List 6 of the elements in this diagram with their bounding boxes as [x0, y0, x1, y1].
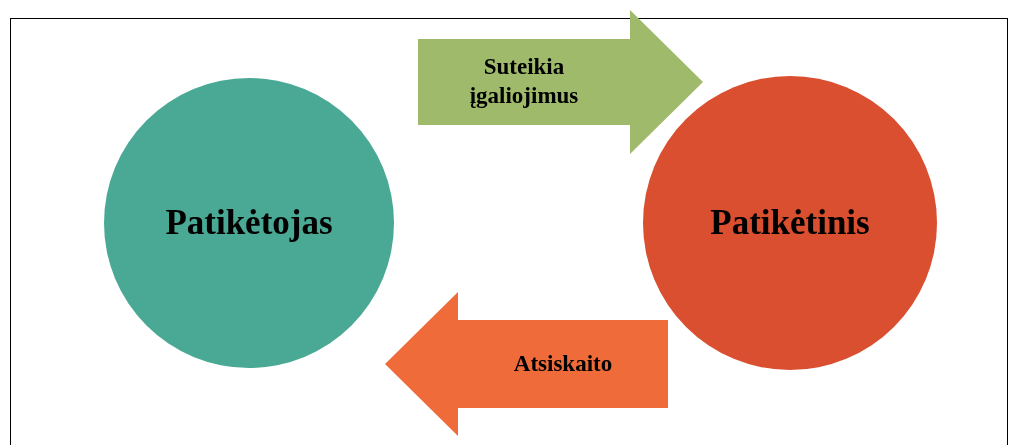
- block-arrow: [418, 10, 703, 154]
- block-arrow: [385, 292, 668, 436]
- node-label: Patikėtinis: [710, 203, 870, 243]
- edge-label: Atsiskaito: [513, 349, 613, 378]
- node-label: Patikėtojas: [165, 203, 333, 243]
- edge-label: Suteikia įgaliojimus: [468, 53, 580, 110]
